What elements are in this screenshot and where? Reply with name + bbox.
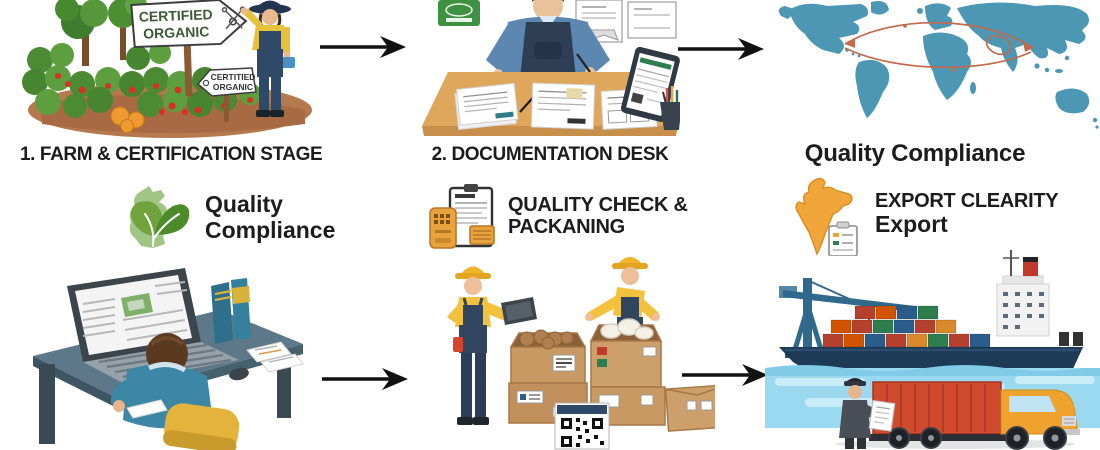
qr-code-card	[554, 402, 610, 450]
orange-box-icon	[469, 225, 495, 245]
leaf-icon	[129, 186, 190, 248]
packing-illustration	[415, 255, 715, 450]
arrow-right-icon	[320, 366, 412, 392]
export-badge-line1: EXPORT CLEARITY	[875, 190, 1059, 212]
packing-badge-line1: QUALITY CHECK &	[508, 194, 688, 216]
export-clearity-badge: EXPORT CLEARITY Export	[785, 176, 1059, 256]
organic-sign-line2: ORGANIC	[143, 23, 210, 41]
quality-badge-line1: Quality	[205, 191, 283, 217]
checklist-clipboard-icon	[429, 184, 495, 249]
documentation-desk-illustration	[420, 0, 680, 140]
orange-device-icon	[429, 207, 457, 249]
farm-caption: 1. FARM & CERTIFICATION STAGE	[20, 144, 323, 165]
india-map-icon	[795, 177, 858, 256]
pen-cup	[660, 86, 680, 130]
organic-small-sign-line1: CERTITIED	[211, 72, 256, 82]
documentation-caption: 2. DOCUMENTATION DESK	[431, 144, 669, 165]
arrow-right-icon	[318, 34, 410, 60]
scissors-icon	[221, 6, 246, 30]
organic-sign-line1: CERTIFIED	[138, 6, 212, 25]
port-illustration	[765, 250, 1100, 450]
trade-routes	[844, 21, 1034, 69]
export-badge-line2: Export	[875, 211, 948, 238]
quality-check-badge: QUALITY CHECK & PACKANING	[428, 182, 688, 252]
farmer-figure	[240, 0, 295, 117]
arrow-right-icon	[676, 36, 768, 62]
container-truck	[869, 381, 1080, 450]
farm-illustration: CERTIFIED ORGANIC CERTITIED ORGANIC	[20, 0, 315, 140]
world-map-illustration	[775, 0, 1100, 140]
worker-left	[447, 266, 537, 425]
arrow-right-icon	[680, 362, 772, 388]
workstation-illustration	[15, 258, 310, 450]
clerk-figure	[486, 0, 610, 79]
quality-badge-line2: Compliance	[205, 216, 336, 243]
quality-compliance-badge: Quality Compliance	[115, 184, 335, 250]
document-icon	[828, 221, 858, 256]
tablet-illustration	[620, 46, 680, 122]
organic-small-sign-line2: ORGANIC	[213, 82, 253, 92]
compliance-map-caption: Quality Compliance	[804, 140, 1026, 167]
packing-badge-line2: PACKANING	[508, 216, 625, 239]
customs-officer	[839, 378, 896, 449]
